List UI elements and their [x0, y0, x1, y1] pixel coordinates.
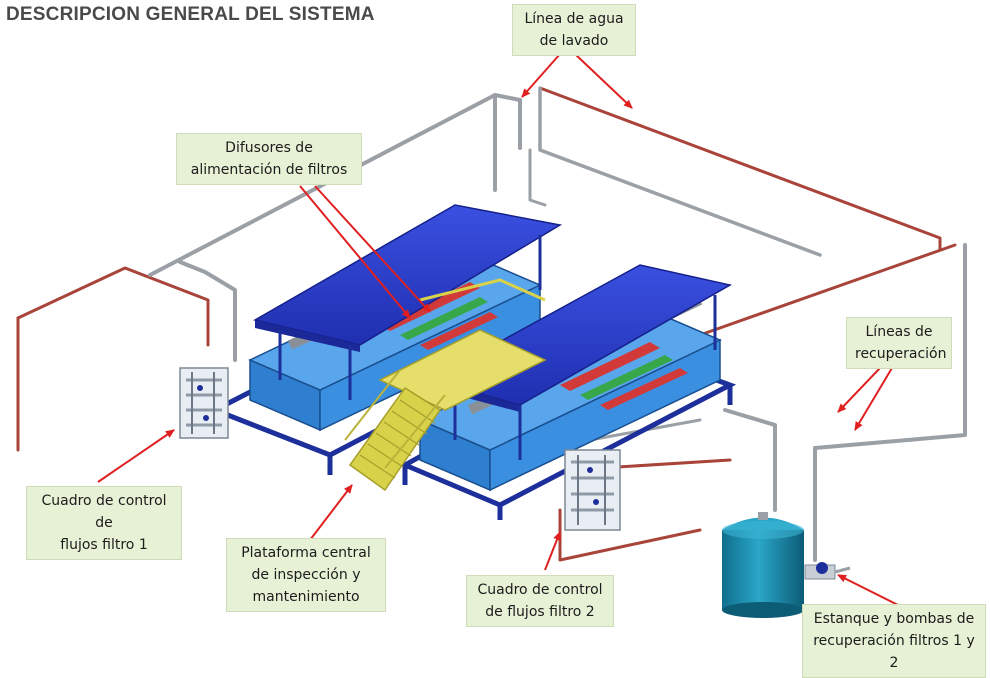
central-platform — [344, 278, 547, 492]
callout-agua-lavado-line1: Línea de agua — [524, 11, 624, 27]
page-title: DESCRIPCION GENERAL DEL SISTEMA — [6, 4, 375, 25]
arrow-agua-lavado-2 — [574, 53, 633, 109]
pipe-left-gray-2 — [178, 260, 237, 362]
filter-2-diffuser-green — [580, 355, 673, 400]
system-diagram — [16, 53, 967, 618]
callout-cuadro-filtro-2-line1: Cuadro de control — [477, 582, 603, 598]
control-panel-filter-2 — [564, 449, 621, 531]
control-panel-filter-1 — [179, 367, 229, 439]
callout-cuadro-filtro-1: Cuadro de control de flujos filtro 1 — [26, 486, 182, 560]
callout-arrows — [97, 53, 901, 607]
callout-agua-lavado-line2: de lavado — [539, 33, 609, 49]
callout-plataforma-line1: Plataforma central — [241, 545, 371, 561]
pipe-left-upper — [16, 266, 210, 347]
arrow-difusores-2 — [314, 185, 431, 313]
pipe-recovery-mid — [723, 408, 777, 512]
pipe-wash-gray — [538, 86, 822, 257]
filter-2 — [399, 264, 737, 520]
pipe-bottom-red — [558, 508, 702, 562]
recovery-tank — [722, 512, 804, 618]
arrow-plataforma — [309, 484, 353, 541]
arrow-agua-lavado-1 — [521, 53, 561, 98]
callout-lineas-recuperacion-line1: Líneas de — [865, 324, 933, 340]
callout-plataforma: Plataforma central de inspección y mante… — [226, 538, 386, 612]
callout-agua-lavado: Línea de agua de lavado — [512, 4, 636, 56]
callout-difusores: Difusores de alimentación de filtros — [176, 133, 362, 185]
callout-plataforma-line3: mantenimiento — [252, 589, 360, 605]
callout-lineas-recuperacion-line2: recuperación — [855, 346, 947, 362]
recovery-pumps — [804, 562, 851, 580]
pipe-back-gray — [528, 148, 547, 207]
filter-1-diffuser-green — [400, 297, 488, 340]
platform-stairs — [348, 386, 442, 492]
callout-difusores-line1: Difusores de — [225, 140, 313, 156]
callout-cuadro-filtro-1-line2: flujos filtro 1 — [60, 537, 148, 553]
pipe-recovery-red — [698, 243, 957, 337]
pipe-left-gray — [148, 93, 522, 277]
callout-plataforma-line2: de inspección y — [251, 567, 361, 583]
callout-cuadro-filtro-2-line2: de flujos filtro 2 — [485, 604, 595, 620]
arrow-difusores-1 — [299, 185, 411, 319]
callout-estanque-line2: recuperación filtros 1 y 2 — [813, 633, 975, 671]
pipe-recovery-right — [813, 243, 967, 450]
callout-lineas-recuperacion: Líneas de recuperación — [846, 317, 952, 369]
arrow-recuperacion-1 — [837, 367, 881, 413]
callout-cuadro-filtro-2: Cuadro de control de flujos filtro 2 — [466, 575, 614, 627]
filter-1-roof — [252, 204, 563, 346]
filter-2-diffuser-red — [560, 342, 660, 391]
arrow-cuadro-2 — [544, 531, 561, 571]
callout-difusores-line2: alimentación de filtros — [190, 162, 348, 178]
arrow-recuperacion-2 — [854, 367, 893, 431]
pipe-wash-red — [538, 86, 942, 252]
arrow-estanque — [837, 574, 901, 607]
callout-estanque: Estanque y bombas de recuperación filtro… — [802, 604, 986, 678]
callout-cuadro-filtro-1-line1: Cuadro de control de — [41, 493, 167, 531]
arrow-cuadro-1 — [97, 429, 175, 483]
callout-estanque-line1: Estanque y bombas de — [813, 611, 975, 627]
